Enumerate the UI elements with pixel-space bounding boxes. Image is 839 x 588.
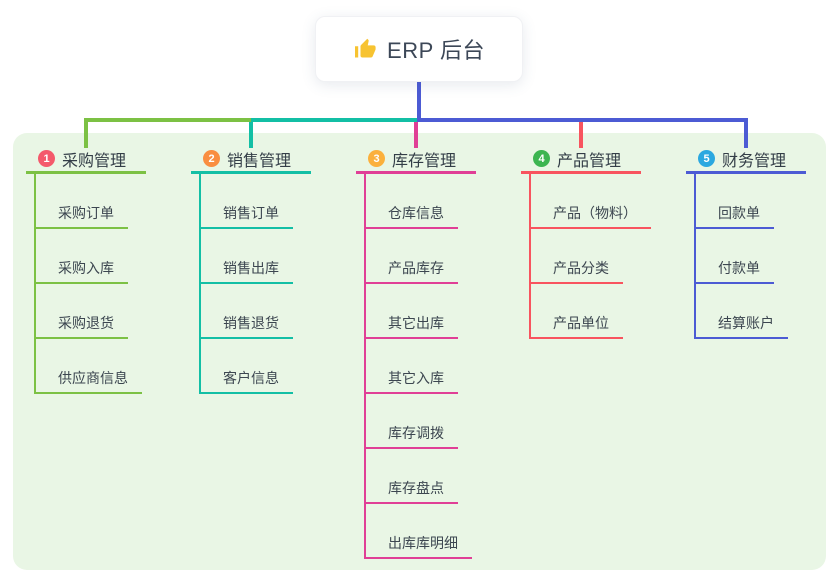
child-node-row: 采购退货 bbox=[36, 284, 142, 339]
child-node[interactable]: 采购退货 bbox=[36, 313, 128, 339]
branch-5: 5 财务管理回款单付款单结算账户 bbox=[686, 146, 806, 339]
child-node-row: 回款单 bbox=[696, 174, 788, 229]
branch-drop-line-5 bbox=[744, 118, 748, 148]
child-node[interactable]: 库存盘点 bbox=[366, 478, 458, 504]
child-node-row: 付款单 bbox=[696, 229, 788, 284]
branch-title-2[interactable]: 2 销售管理 bbox=[191, 146, 311, 174]
branch-3: 3 库存管理仓库信息产品库存其它出库其它入库库存调拨库存盘点出库库明细 bbox=[356, 146, 476, 559]
root-title: ERP 后台 bbox=[387, 38, 485, 63]
child-node-row: 产品库存 bbox=[366, 229, 472, 284]
branch-title-label: 库存管理 bbox=[392, 152, 457, 170]
child-node[interactable]: 出库库明细 bbox=[366, 533, 472, 559]
child-node[interactable]: 销售出库 bbox=[201, 258, 293, 284]
branch-drop-line-3 bbox=[414, 122, 418, 148]
child-node-row: 产品分类 bbox=[531, 229, 651, 284]
child-node[interactable]: 供应商信息 bbox=[36, 368, 142, 394]
branch-title-5[interactable]: 5 财务管理 bbox=[686, 146, 806, 174]
rail-segment-2 bbox=[251, 118, 419, 122]
branch-4: 4 产品管理产品（物料） 产品分类产品单位 bbox=[521, 146, 651, 339]
child-node-row: 产品（物料） bbox=[531, 174, 651, 229]
child-node-row: 出库库明细 bbox=[366, 504, 472, 559]
branch-title-label: 产品管理 bbox=[557, 152, 622, 170]
child-node[interactable]: 产品库存 bbox=[366, 258, 458, 284]
branch-drop-line-1 bbox=[84, 118, 88, 148]
branch-2: 2 销售管理销售订单销售出库销售退货客户信息 bbox=[191, 146, 311, 394]
child-node[interactable]: 库存调拨 bbox=[366, 423, 458, 449]
branch-children: 采购订单采购入库采购退货供应商信息 bbox=[34, 174, 142, 394]
branch-children: 仓库信息产品库存其它出库其它入库库存调拨库存盘点出库库明细 bbox=[364, 174, 472, 559]
child-node-row: 结算账户 bbox=[696, 284, 788, 339]
branch-drop-line-2 bbox=[249, 122, 253, 148]
child-node[interactable]: 其它入库 bbox=[366, 368, 458, 394]
child-node[interactable]: 采购入库 bbox=[36, 258, 128, 284]
thumbs-up-icon bbox=[355, 38, 376, 58]
branch-title-4[interactable]: 4 产品管理 bbox=[521, 146, 641, 174]
child-node-row: 库存调拨 bbox=[366, 394, 472, 449]
child-node[interactable]: 付款单 bbox=[696, 258, 774, 284]
child-node[interactable]: 仓库信息 bbox=[366, 203, 458, 229]
child-node-row: 销售订单 bbox=[201, 174, 293, 229]
branch-title-label: 采购管理 bbox=[62, 152, 127, 170]
child-node[interactable]: 销售订单 bbox=[201, 203, 293, 229]
child-node[interactable]: 客户信息 bbox=[201, 368, 293, 394]
branch-children: 产品（物料） 产品分类产品单位 bbox=[529, 174, 651, 339]
child-node-row: 仓库信息 bbox=[366, 174, 472, 229]
root-drop-line bbox=[417, 82, 421, 122]
child-node-row: 采购入库 bbox=[36, 229, 142, 284]
branch-title-1[interactable]: 1 采购管理 bbox=[26, 146, 146, 174]
child-node-row: 其它入库 bbox=[366, 339, 472, 394]
branch-title-label: 销售管理 bbox=[227, 152, 292, 170]
child-node-row: 客户信息 bbox=[201, 339, 293, 394]
child-node-row: 销售退货 bbox=[201, 284, 293, 339]
branch-number-badge: 2 bbox=[203, 150, 220, 167]
branch-children: 销售订单销售出库销售退货客户信息 bbox=[199, 174, 293, 394]
child-node[interactable]: 产品分类 bbox=[531, 258, 623, 284]
branch-1: 1 采购管理采购订单采购入库采购退货供应商信息 bbox=[26, 146, 146, 394]
child-node-row: 产品单位 bbox=[531, 284, 651, 339]
child-node[interactable]: 销售退货 bbox=[201, 313, 293, 339]
child-node[interactable]: 回款单 bbox=[696, 203, 774, 229]
child-node[interactable]: 产品（物料） bbox=[531, 203, 651, 229]
child-node-row: 供应商信息 bbox=[36, 339, 142, 394]
branch-number-badge: 1 bbox=[38, 150, 55, 167]
child-node[interactable]: 采购订单 bbox=[36, 203, 128, 229]
branch-title-label: 财务管理 bbox=[722, 152, 787, 170]
mindmap-background-panel bbox=[13, 133, 826, 570]
child-node[interactable]: 产品单位 bbox=[531, 313, 623, 339]
branch-title-3[interactable]: 3 库存管理 bbox=[356, 146, 476, 174]
branch-number-badge: 4 bbox=[533, 150, 550, 167]
child-node-row: 采购订单 bbox=[36, 174, 142, 229]
child-node[interactable]: 其它出库 bbox=[366, 313, 458, 339]
rail-segment-3 bbox=[417, 118, 748, 122]
child-node-row: 销售出库 bbox=[201, 229, 293, 284]
rail-segment-1 bbox=[86, 118, 255, 122]
child-node[interactable]: 结算账户 bbox=[696, 313, 788, 339]
branch-children: 回款单付款单结算账户 bbox=[694, 174, 788, 339]
branch-number-badge: 5 bbox=[698, 150, 715, 167]
branch-drop-line-4 bbox=[579, 122, 583, 148]
root-node-erp[interactable]: ERP 后台 bbox=[315, 16, 523, 82]
child-node-row: 库存盘点 bbox=[366, 449, 472, 504]
branch-number-badge: 3 bbox=[368, 150, 385, 167]
child-node-row: 其它出库 bbox=[366, 284, 472, 339]
